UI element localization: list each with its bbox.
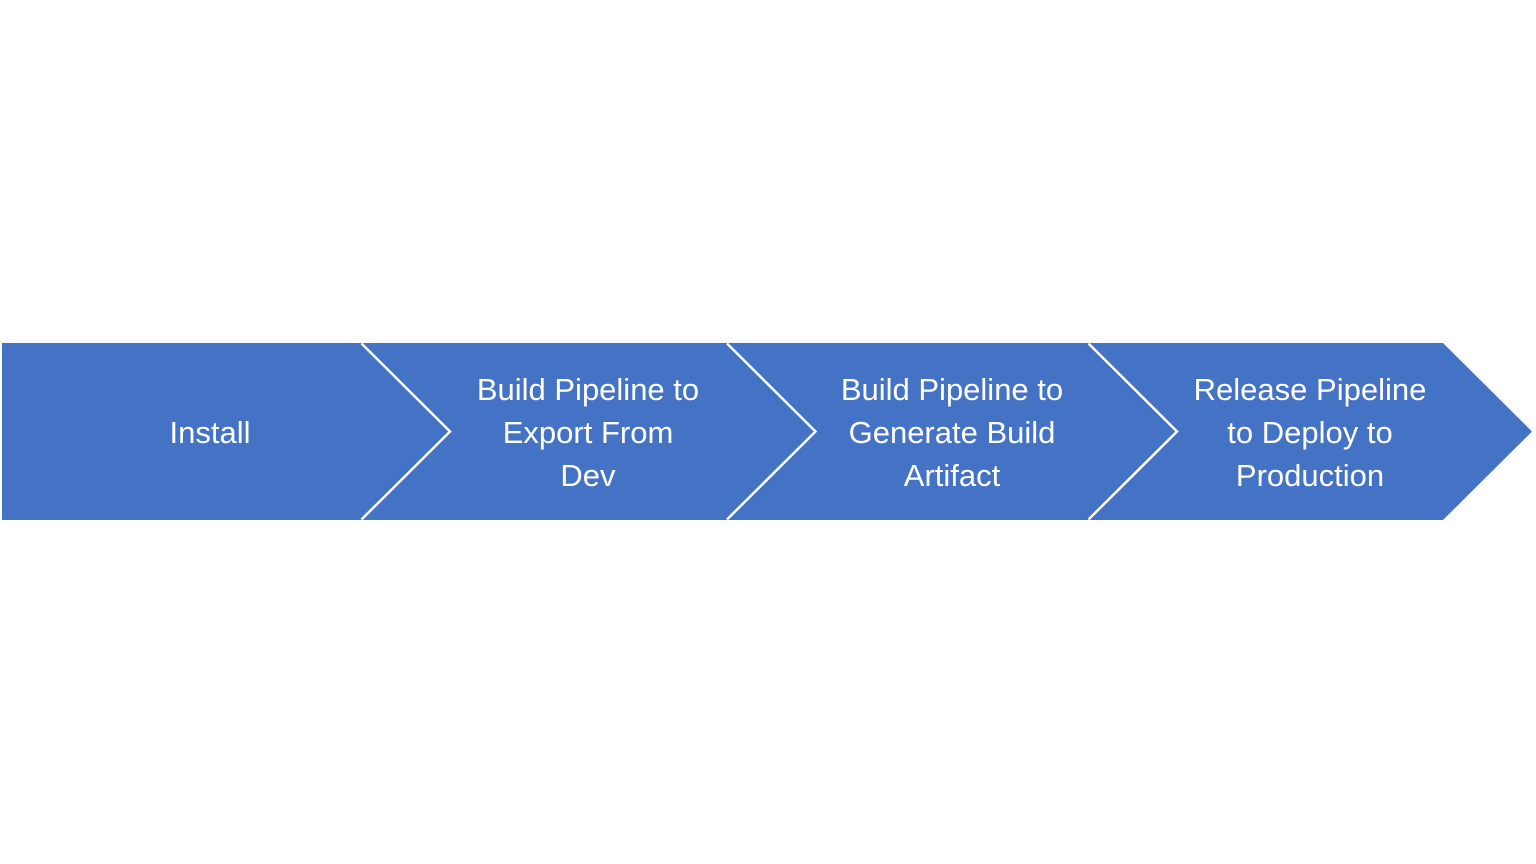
chevron-separator-2 bbox=[726, 342, 818, 521]
chevron-separator-1 bbox=[360, 342, 452, 521]
chevron-separator-3 bbox=[1087, 342, 1179, 521]
arrow-band-shape bbox=[2, 343, 1532, 520]
